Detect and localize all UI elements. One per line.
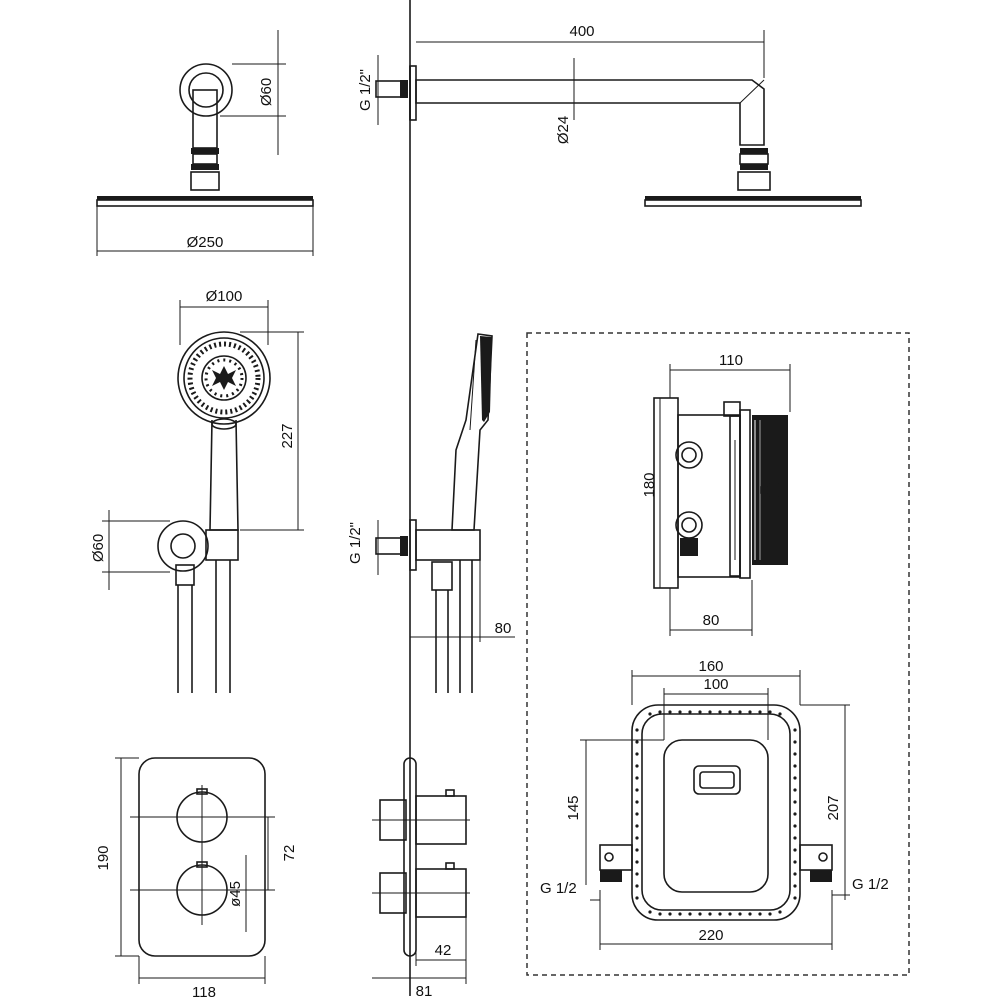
thermostat-front-plate bbox=[115, 757, 275, 984]
dim-label: 145 bbox=[565, 795, 582, 820]
dim-label: 42 bbox=[435, 942, 452, 959]
hand-shower-side-view bbox=[375, 333, 515, 693]
dim-label: 160 bbox=[698, 658, 723, 675]
concealed-box-front-view bbox=[580, 670, 850, 950]
dim-label: 81 bbox=[416, 983, 433, 1000]
thermostat-side-view bbox=[372, 757, 470, 984]
concealed-box-frame bbox=[526, 332, 910, 976]
dim-label: 100 bbox=[703, 676, 728, 693]
dim-label: G 1/2 bbox=[852, 876, 889, 893]
dim-label: Ø24 bbox=[555, 116, 572, 144]
dim-label: 220 bbox=[698, 927, 723, 944]
dim-label: 80 bbox=[703, 612, 720, 629]
dim-label: Ø60 bbox=[258, 78, 275, 106]
dim-label: Ø60 bbox=[90, 534, 107, 562]
dim-label: G 1/2 bbox=[540, 880, 577, 897]
hand-shower-front-view bbox=[102, 300, 304, 693]
shower-arm-side-view bbox=[375, 30, 862, 207]
dim-label: Ø100 bbox=[206, 288, 243, 305]
dim-label: ø45 bbox=[227, 881, 244, 907]
dim-label: 80 bbox=[495, 620, 512, 637]
dim-label: 400 bbox=[569, 23, 594, 40]
concealed-box-side-view bbox=[653, 364, 791, 636]
dim-label: Ø250 bbox=[187, 234, 224, 251]
dim-label: 118 bbox=[192, 984, 216, 1000]
dim-label: 110 bbox=[719, 352, 743, 369]
dim-label: 180 bbox=[641, 472, 658, 497]
dim-label: G 1/2" bbox=[347, 522, 364, 564]
dim-label: 190 bbox=[95, 845, 112, 870]
overhead-shower-front-view bbox=[96, 30, 314, 256]
dim-label: 72 bbox=[281, 845, 298, 862]
dim-label: G 1/2" bbox=[357, 69, 374, 111]
dim-label: 207 bbox=[825, 795, 842, 820]
dim-label: 227 bbox=[279, 423, 296, 448]
